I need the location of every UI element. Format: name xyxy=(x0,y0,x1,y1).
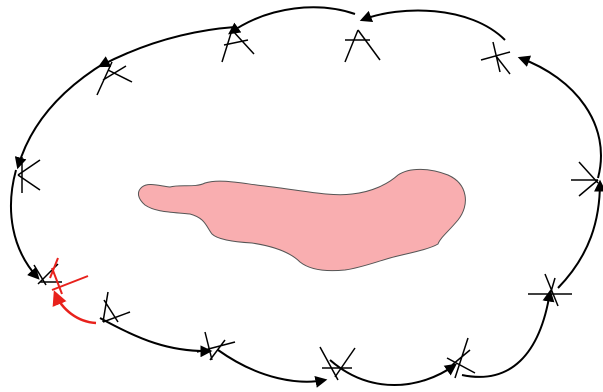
vertex-marker xyxy=(481,42,510,74)
boundary-arc xyxy=(218,350,325,382)
vertex-marker xyxy=(571,162,598,196)
vertex-marker xyxy=(447,338,475,378)
highlighted-marker xyxy=(50,258,88,294)
vertex-marker xyxy=(18,157,40,193)
boundary-arc xyxy=(100,318,210,351)
boundary-arc xyxy=(558,182,600,288)
vertex-marker xyxy=(320,347,355,380)
vertex-marker xyxy=(97,62,132,95)
vertex-marker xyxy=(345,30,380,62)
boundary-arc xyxy=(330,360,455,385)
boundary-arc xyxy=(462,292,550,377)
boundary-arc xyxy=(100,27,235,66)
highlight-arc xyxy=(55,293,96,323)
vertex-marker xyxy=(222,30,254,62)
boundary-arc xyxy=(230,7,355,33)
vertex-marker xyxy=(197,332,235,360)
boundary-arc xyxy=(18,62,106,167)
central-region-blob xyxy=(138,169,465,270)
vertex-marker xyxy=(103,292,130,322)
boundary-arc xyxy=(520,58,601,178)
boundary-arc xyxy=(362,10,505,40)
